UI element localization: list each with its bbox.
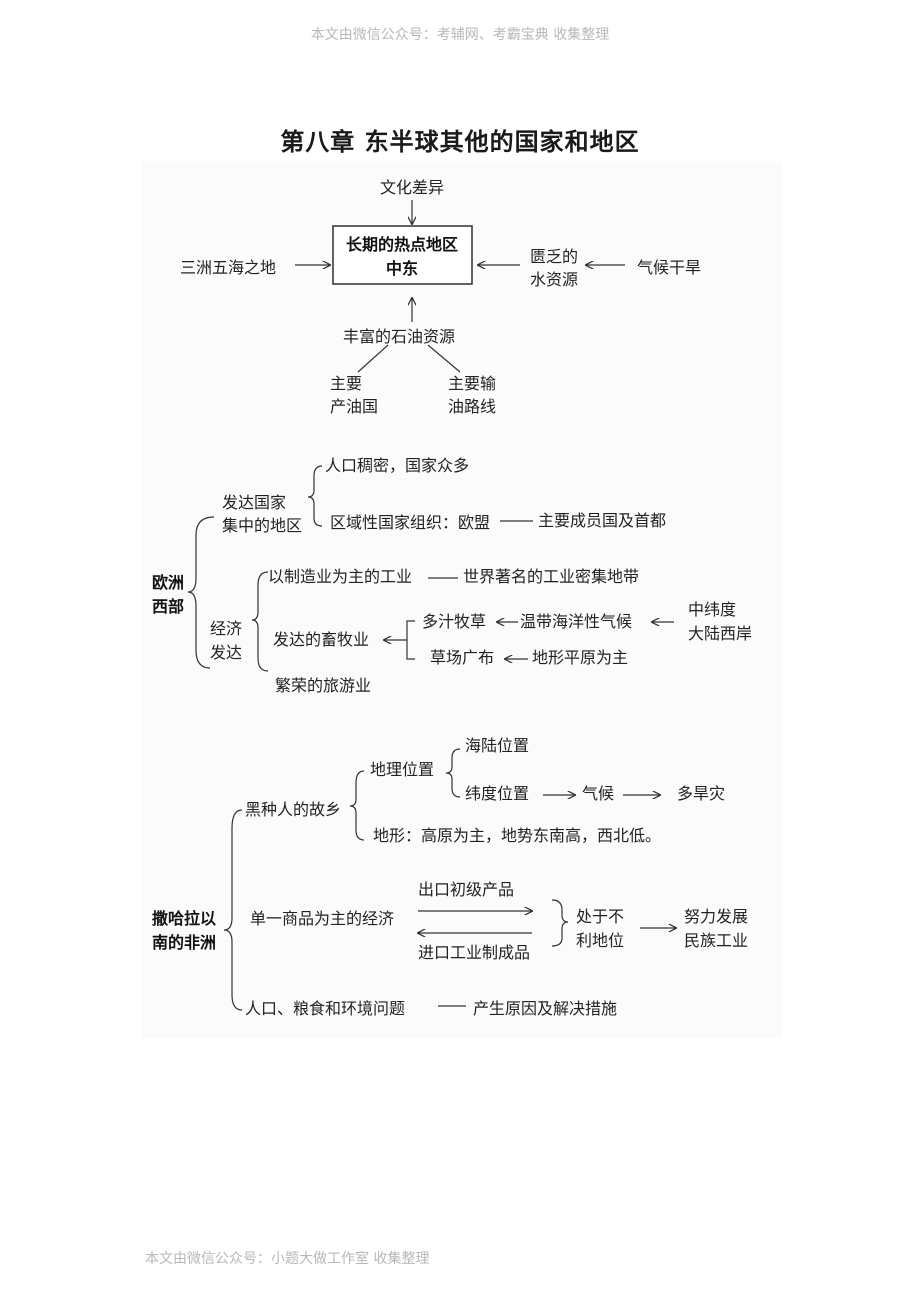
bracket-livestock (406, 620, 415, 660)
producer-label-line2: 产油国 (330, 397, 378, 416)
route-label-line2: 油路线 (448, 397, 496, 416)
europe-root-line2: 西部 (152, 597, 184, 616)
europe-root-line1: 欧洲 (152, 573, 184, 592)
center-label-line1: 长期的热点地区 (346, 235, 458, 254)
producer-label-line1: 主要 (330, 374, 362, 393)
livestock-label: 发达的畜牧业 (273, 630, 369, 649)
brace-africa-root (223, 809, 243, 1011)
brace-economy (251, 571, 269, 672)
water-label-line1: 匮乏的 (530, 247, 578, 266)
western-europe-map: 欧洲 西部 发达国家 集中的地区 人口稠密，国家众多 区域性国家组织：欧盟 主要… (152, 456, 752, 695)
pasture-label: 草场广布 (430, 648, 494, 667)
culture-diff-label: 文化差异 (380, 178, 444, 197)
eu-members-label: 主要成员国及首都 (538, 511, 666, 530)
water-label-line2: 水资源 (530, 270, 578, 289)
africa-map: 撒哈拉以 南的非洲 黑种人的故乡 地理位置 海陆位置 纬度位置 气候 多旱灾 地… (152, 736, 748, 1018)
eu-org-label: 区域性国家组织：欧盟 (330, 513, 490, 532)
sea-land-label: 海陆位置 (465, 736, 529, 755)
center-box (332, 225, 473, 285)
africa-root-line2: 南的非洲 (152, 933, 216, 952)
import-label: 进口工业制成品 (418, 943, 530, 962)
export-label: 出口初级产品 (418, 880, 514, 899)
brace-geo-position (445, 748, 461, 798)
disadvantage-line1: 处于不 (576, 907, 624, 926)
develop-line2: 民族工业 (684, 931, 748, 950)
brace-europe-root (187, 516, 215, 669)
population-label: 人口稠密，国家众多 (325, 456, 469, 475)
home-label: 黑种人的故乡 (245, 800, 341, 819)
latitude-label-line1: 中纬度 (688, 600, 736, 619)
watermark-bottom: 本文由微信公众号：小题大做工作室 收集整理 (145, 1251, 430, 1267)
disadvantage-line2: 利地位 (576, 931, 624, 950)
branch-oil-route (427, 344, 461, 373)
route-label-line1: 主要输 (448, 374, 496, 393)
page-title: 第八章 东半球其他的国家和地区 (280, 128, 640, 156)
location-label: 三洲五海之地 (180, 258, 276, 277)
single-commodity-label: 单一商品为主的经济 (250, 909, 394, 928)
oil-label: 丰富的石油资源 (343, 327, 455, 346)
tourism-label: 繁荣的旅游业 (275, 676, 371, 695)
causes-label: 产生原因及解决措施 (473, 999, 617, 1018)
brace-home (349, 770, 365, 841)
brace-developed (307, 465, 323, 527)
economy-label-line2: 发达 (210, 643, 242, 662)
watermark-top: 本文由微信公众号：考辅网、考霸宝典 收集整理 (310, 27, 610, 43)
africa-root-line1: 撒哈拉以 (152, 909, 216, 928)
middle-east-map: 文化差异 长期的热点地区 中东 三洲五海之地 匮乏的 水资源 气候干旱 丰富的石… (180, 178, 701, 416)
economy-label-line1: 经济 (210, 619, 242, 638)
branch-oil-producer (357, 344, 389, 373)
industrial-belt-label: 世界著名的工业密集地带 (463, 567, 639, 586)
brace-trade (551, 899, 569, 947)
oceanic-climate-label: 温带海洋性气候 (520, 612, 632, 631)
climate-label: 气候 (582, 784, 614, 803)
latitude-label-line2: 大陆西岸 (688, 624, 752, 643)
develop-line1: 努力发展 (684, 907, 748, 926)
climate-dry-label: 气候干旱 (637, 258, 701, 277)
center-label-line2: 中东 (386, 259, 418, 278)
terrain-label: 地形：高原为主，地势东南高，西北低。 (373, 826, 661, 845)
plain-label: 地形平原为主 (532, 648, 628, 667)
developed-label-line1: 发达国家 (222, 493, 286, 512)
drought-label: 多旱灾 (677, 784, 725, 803)
grass-label: 多汁牧草 (422, 612, 486, 631)
population-issue-label: 人口、粮食和环境问题 (245, 999, 405, 1018)
diagram-background (142, 163, 782, 1038)
latitude-position-label: 纬度位置 (465, 784, 529, 803)
manufacturing-label: 以制造业为主的工业 (268, 567, 412, 586)
geo-position-label: 地理位置 (370, 760, 434, 779)
developed-label-line2: 集中的地区 (222, 516, 302, 535)
